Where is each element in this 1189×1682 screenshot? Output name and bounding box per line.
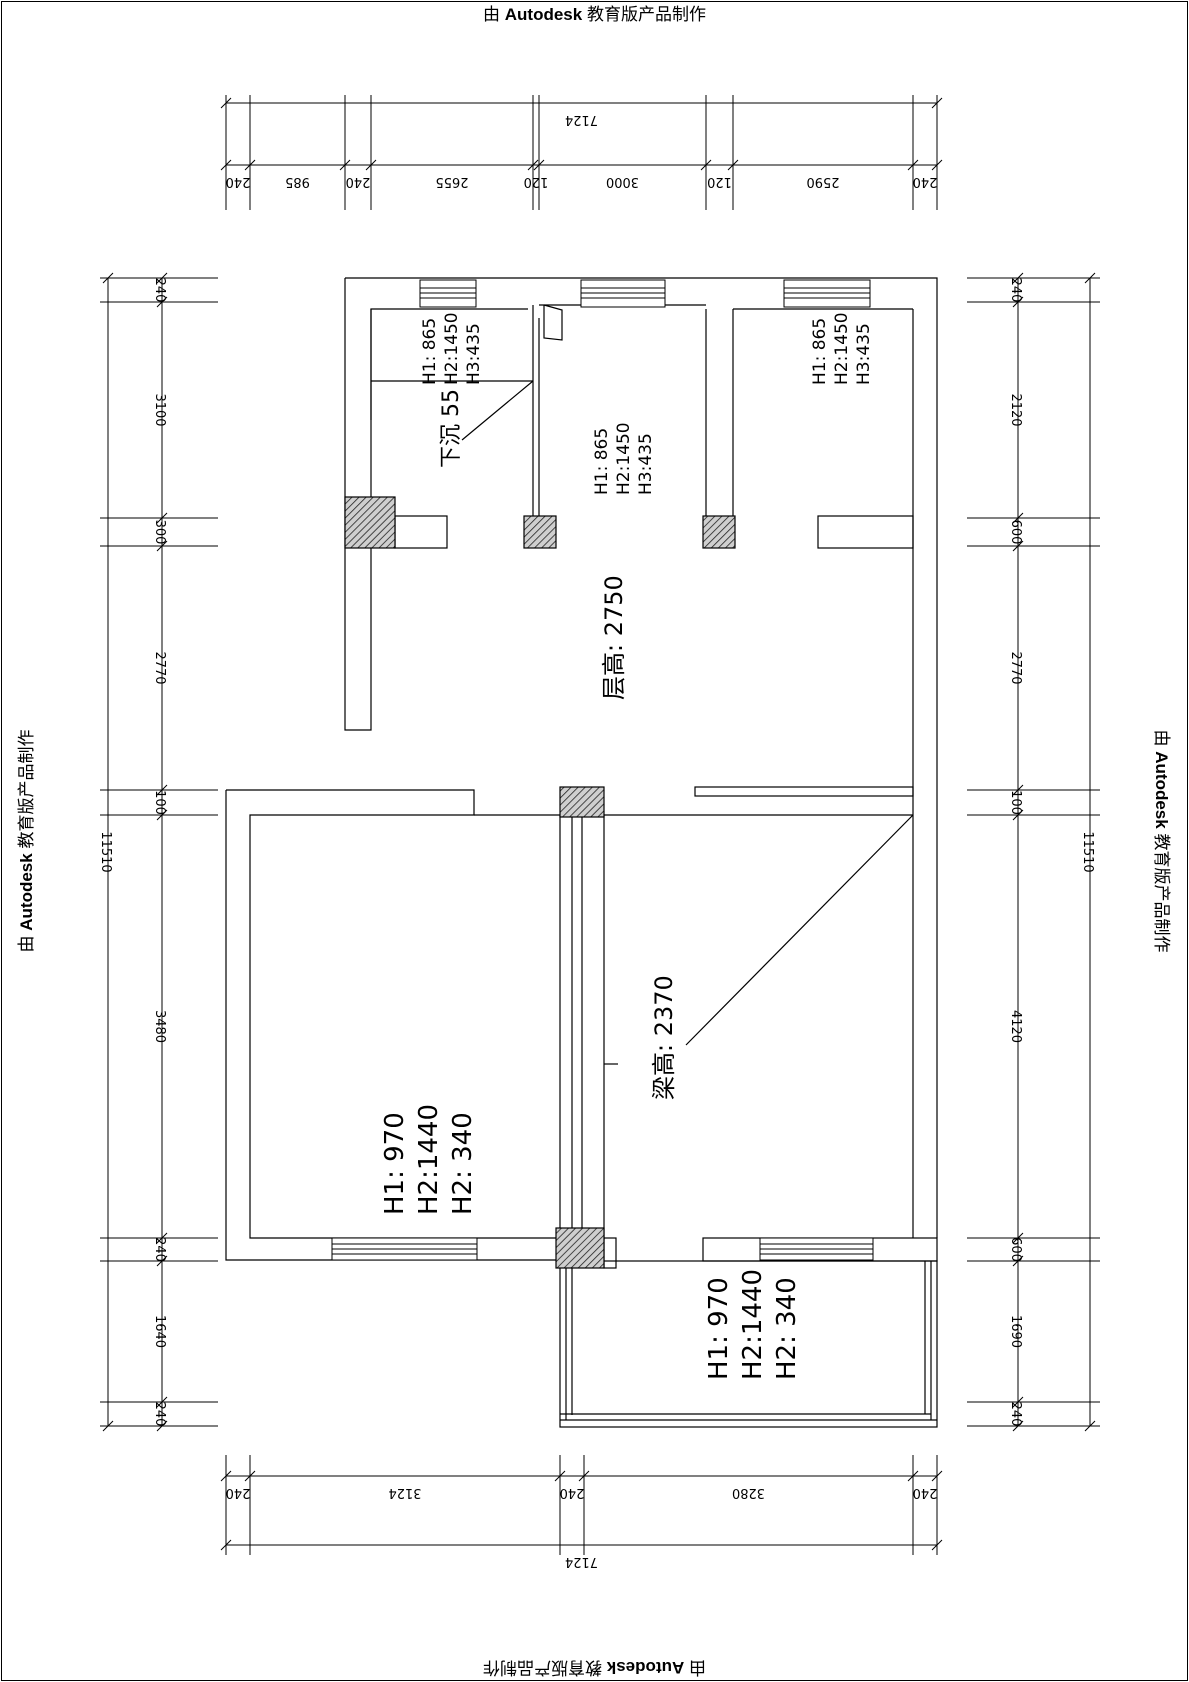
top_dims-seg-0: 240: [226, 174, 251, 189]
watermark-left: 由 Autodesk 教育版产品制作: [17, 729, 36, 953]
rb-h1: H1: 970: [704, 1277, 734, 1380]
bath-h2: H2:1450: [442, 312, 462, 385]
bath-h3: H3:435: [464, 323, 484, 385]
sunken-label: 下沉 55: [439, 389, 464, 468]
left_dims-seg-8: 240: [152, 1402, 167, 1427]
right-h3: H3:435: [854, 323, 874, 385]
mid-h2: H2:1450: [614, 422, 634, 495]
dimension-labels: 240 985 240 2655 120 3000 120 2590 240 7124 240 312…: [98, 112, 1095, 1569]
right_dims-seg-2: 600: [1008, 520, 1023, 545]
bottom_dims-seg-0: 240: [226, 1485, 251, 1500]
right_dims-seg-1: 2120: [1008, 393, 1023, 426]
top_dims-total: 7124: [565, 112, 598, 127]
watermark-right: 由 Autodesk 教育版产品制作: [1152, 729, 1171, 953]
rb-h2: H2:1440: [738, 1269, 768, 1380]
top_dims-seg-8: 240: [913, 174, 938, 189]
watermark-top: 由 Autodesk 教育版产品制作: [483, 5, 706, 24]
room-annotations: H1: 865 H2:1450 H3:435 H1: 865 H2:1450 H…: [380, 312, 874, 1380]
right-h2: H2:1450: [832, 312, 852, 385]
left_dims-total: 11510: [98, 831, 113, 872]
right_dims-total: 11510: [1080, 831, 1095, 872]
left_dims-seg-3: 2770: [152, 651, 167, 684]
outer-walls: [225, 277, 938, 1428]
lb-h3: H2: 340: [448, 1112, 478, 1215]
watermark-bottom: 由 Autodesk 教育版产品制作: [483, 1658, 706, 1677]
lb-h1: H1: 970: [380, 1112, 410, 1215]
right-h1: H1: 865: [810, 318, 830, 385]
left_dims-seg-2: 300: [152, 520, 167, 545]
mid-h1: H1: 865: [592, 428, 612, 495]
right_dims-seg-0: 240: [1008, 278, 1023, 303]
left_dims-seg-6: 240: [152, 1237, 167, 1262]
top_dims-seg-5: 3000: [606, 174, 639, 189]
structural-columns: [344, 496, 736, 1269]
lb-h2: H2:1440: [414, 1104, 444, 1215]
left_dims-seg-1: 3100: [152, 393, 167, 426]
left_dims-seg-5: 3480: [152, 1010, 167, 1043]
rb-h3: H2: 340: [772, 1277, 802, 1380]
top_dims-seg-6: 120: [707, 174, 732, 189]
top_dims-seg-4: 120: [524, 174, 549, 189]
right_dims-seg-4: 100: [1008, 790, 1023, 815]
bottom_dims-seg-1: 3124: [388, 1485, 421, 1500]
beam-height-label: 梁高: 2370: [650, 975, 678, 1100]
left_dims-seg-0: 240: [152, 278, 167, 303]
bath-h1: H1: 865: [420, 318, 440, 385]
top_dims-seg-7: 2590: [806, 174, 839, 189]
dimension-lines: [100, 95, 1100, 1555]
top_dims-seg-3: 2655: [435, 174, 468, 189]
bottom_dims-seg-3: 3280: [732, 1485, 765, 1500]
mid-h3: H3:435: [636, 433, 656, 495]
top_dims-seg-1: 985: [285, 174, 310, 189]
bottom_dims-seg-4: 240: [913, 1485, 938, 1500]
right_dims-seg-8: 240: [1008, 1402, 1023, 1427]
right_dims-seg-3: 2770: [1008, 651, 1023, 684]
right_dims-seg-6: 600: [1008, 1237, 1023, 1262]
bath-window-heights: H1: 865 H2:1450 H3:435: [420, 312, 484, 385]
floor-height-label: 层高: 2750: [600, 575, 628, 700]
bottom_dims-total: 7124: [565, 1554, 598, 1569]
left_dims-seg-7: 1640: [152, 1315, 167, 1348]
right_dims-seg-5: 4120: [1008, 1010, 1023, 1043]
windows: [331, 279, 874, 1261]
top_dims-seg-2: 240: [346, 174, 371, 189]
right_dims-seg-7: 1690: [1008, 1315, 1023, 1348]
bottom_dims-seg-2: 240: [560, 1485, 585, 1500]
left_dims-seg-4: 100: [152, 790, 167, 815]
